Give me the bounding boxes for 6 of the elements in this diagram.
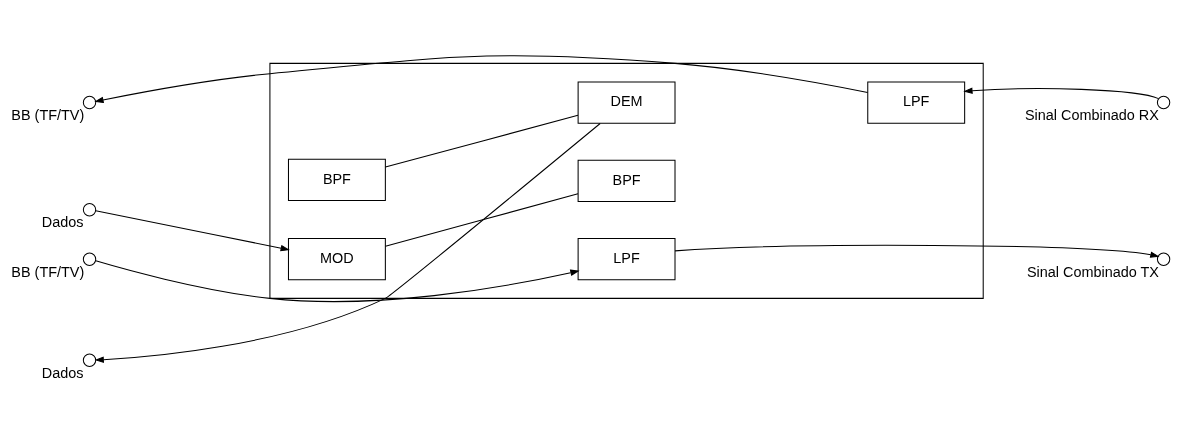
node-label: Sinal Combinado RX <box>1025 106 1159 123</box>
node-label: BB (TF/TV) <box>11 106 85 123</box>
node-label: Sinal Combinado TX <box>1026 263 1159 280</box>
node-label: BB (TF/TV) <box>11 263 85 280</box>
node-label: Dados <box>41 364 84 381</box>
node-label: Dados <box>41 213 84 230</box>
